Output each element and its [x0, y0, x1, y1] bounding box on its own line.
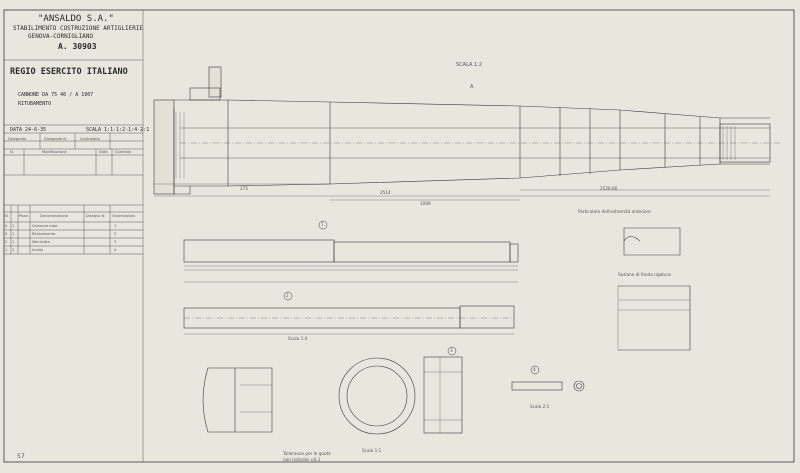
- circle-mark-1: 1: [321, 222, 324, 227]
- parts-cell: 4: [5, 224, 8, 228]
- parts-cell: 2: [5, 240, 8, 244]
- subject: CANNONE DA 75 46 / A 1907: [18, 92, 94, 98]
- right-section-detail: [617, 227, 691, 351]
- army-title: REGIO ESERCITO ITALIANO: [10, 67, 128, 77]
- row-label-1: Disegnato: [8, 137, 27, 141]
- parts-cell: 1: [114, 224, 117, 228]
- parts-cell: 1: [5, 248, 8, 252]
- drawing-number: A. 30903: [58, 42, 97, 51]
- parts-cell: 3: [5, 232, 8, 236]
- plant-line-2: GENOVA-CORNIGLIANO: [28, 33, 94, 40]
- parts-cell: Ritubamento: [32, 232, 56, 236]
- company-name: "ANSALDO S.A.": [38, 14, 114, 24]
- title-block: [4, 10, 144, 462]
- plant-line-1: STABILIMENTO COSTRUZIONE ARTIGLIERIE: [13, 25, 144, 32]
- rev-header-mod: Modificazione: [42, 150, 67, 154]
- parts-cell: 1: [12, 224, 15, 228]
- parts-cell: 3: [114, 240, 117, 244]
- sheet-border: [3, 9, 795, 463]
- section-mark: A: [470, 84, 474, 90]
- scala-1-4-label: Scala 1:4: [288, 336, 308, 341]
- scale: SCALA 1:1-1:2-1:4-2:1: [86, 127, 150, 133]
- parts-header-pezzi: Pezzi: [19, 214, 29, 218]
- circle-marks: [283, 220, 540, 375]
- bottom-note-1: Tolleranze per le quote: [283, 451, 331, 456]
- circle-mark-2: 2: [286, 293, 289, 298]
- main-scale-label: SCALA 1:2: [456, 62, 483, 68]
- parts-cell: 1: [12, 248, 15, 252]
- parts-header-den: Denominazione: [40, 214, 69, 218]
- parts-cell: Manicotto: [32, 240, 50, 244]
- tube-section-view: [183, 239, 519, 283]
- parts-header-n: N.: [5, 214, 9, 218]
- scala-1-1-label: Scala 1:1: [362, 448, 382, 453]
- bottom-note-2: non indicate ±0,1: [283, 457, 321, 462]
- dim-2: 2514: [380, 190, 391, 195]
- rev-header-ctrl: Controllo: [115, 150, 132, 154]
- sleeve-view: [183, 305, 515, 335]
- parts-cell: Anello: [32, 248, 44, 252]
- row-label-2: Disegnato N.: [44, 137, 68, 141]
- parts-cell: 4: [114, 248, 117, 252]
- sezione-label: Sezione di fondo rigatura: [618, 272, 671, 277]
- circle-mark-3: 3: [450, 348, 453, 353]
- parts-header-oss: Osservazioni: [112, 214, 135, 218]
- parts-cell: 1: [12, 232, 15, 236]
- date: DATA 24-6-35: [10, 127, 47, 133]
- dim-3: 1006: [420, 201, 431, 206]
- circle-mark-4: 4: [533, 367, 536, 372]
- subtitle: RITUBAMENTO: [18, 101, 52, 107]
- parts-header-dis: Disegno N.: [86, 214, 106, 218]
- parts-cell: Cannone tubo: [32, 224, 58, 228]
- parts-cell: 2: [114, 232, 117, 236]
- bottom-left-mark: 57: [17, 453, 25, 460]
- barrel-main-view: [153, 66, 780, 201]
- dim-4: 2526.66: [600, 186, 618, 191]
- dim-1: 275: [240, 186, 248, 191]
- rev-header-data: Data: [99, 150, 108, 154]
- parts-cell: 1: [12, 240, 15, 244]
- bottom-details: [202, 356, 585, 435]
- dettaglio-label: Particolare dell'estremità anteriore: [578, 209, 651, 214]
- row-label-3: Controllato: [80, 137, 100, 141]
- rev-header-n: N.: [10, 150, 14, 154]
- scala-2-1-label: Scala 2:1: [530, 404, 550, 409]
